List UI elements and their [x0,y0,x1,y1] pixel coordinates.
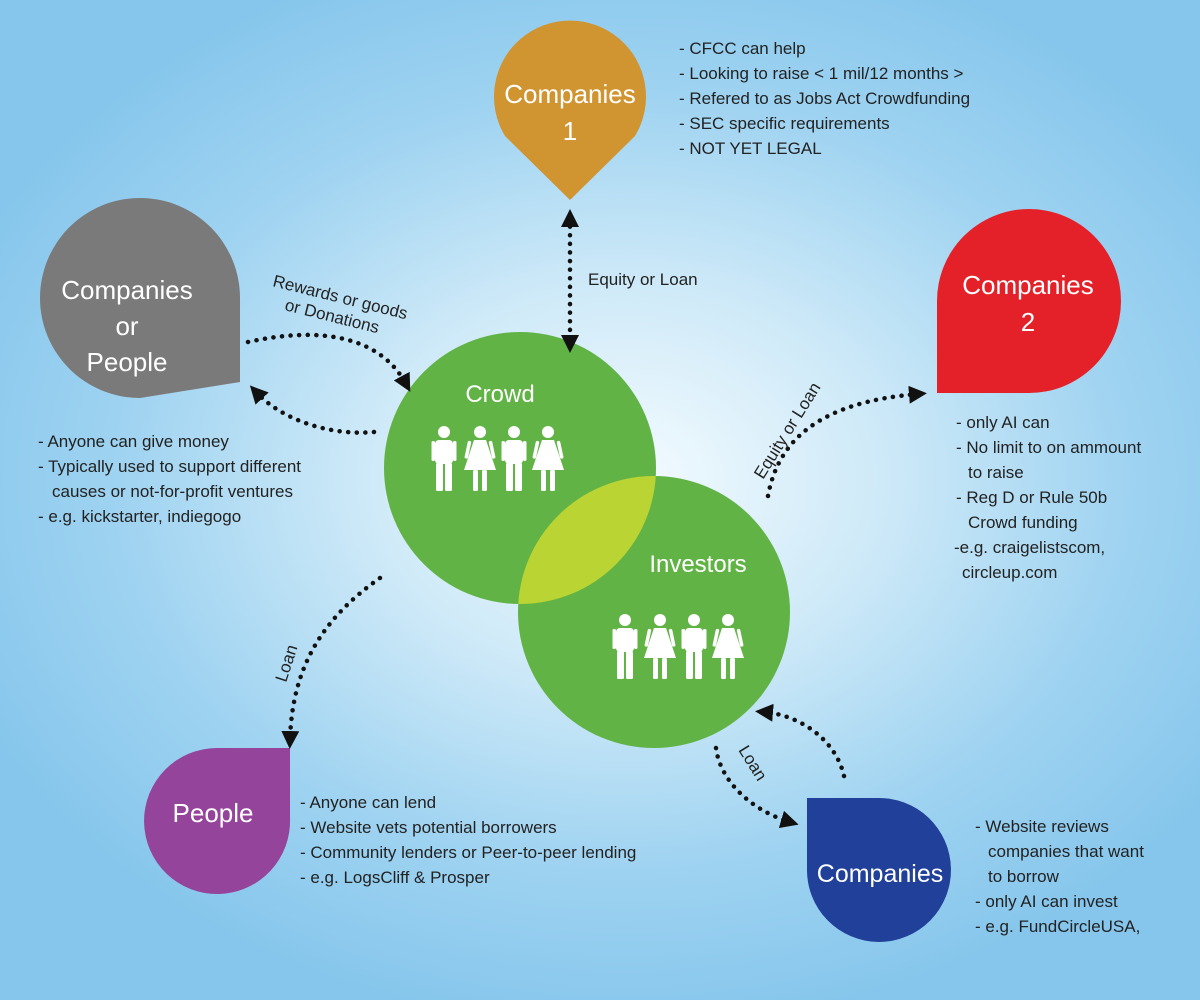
edge-investors-to-companies [713,745,799,829]
note-line: - CFCC can help [679,39,806,58]
people-label: People [173,798,254,828]
edge-crowd-to-companies-or-people [249,385,377,435]
companies-or-people-node: Companies or People [40,198,240,398]
companies-node: Companies [806,797,951,942]
crowd-label: Crowd [465,381,534,408]
note-line: - only AI can invest [975,892,1118,911]
edge-label-loan-left: Loan [272,642,302,684]
companies-label: Companies [817,860,943,888]
edge-label-equity-or-loan-right: Equity or Loan [750,379,824,482]
companies-or-people-label-3: People [87,347,168,377]
edge-companies-to-investors [755,703,847,779]
note-line: companies that want [988,842,1144,861]
note-line: Crowd funding [968,513,1078,532]
note-line: - e.g. kickstarter, indiegogo [38,507,241,526]
edge-rewards-to-crowd [245,332,411,392]
note-line: - Website vets potential borrowers [300,818,557,837]
people-notes: - Anyone can lend - Website vets potenti… [300,793,636,887]
note-line: - only AI can [956,413,1050,432]
note-line: - No limit to on ammount [956,438,1141,457]
note-line: - Typically used to support different [38,457,301,476]
note-line: - Reg D or Rule 50b [956,488,1107,507]
companies-or-people-notes: - Anyone can give money - Typically used… [38,432,301,526]
note-line: - Refered to as Jobs Act Crowdfunding [679,89,970,108]
note-line: - SEC specific requirements [679,114,890,133]
edge-crowd-to-people [281,575,383,749]
note-line: - Anyone can lend [300,793,436,812]
companies-1-node: Companies 1 [494,20,646,200]
companies-2-notes: - only AI can - No limit to on ammount t… [954,413,1141,582]
companies-1-teardrop [494,20,646,200]
companies-or-people-label-2: or [115,311,138,341]
note-line: - Looking to raise < 1 mil/12 months > [679,64,963,83]
note-line: - e.g. FundCircleUSA, [975,917,1140,936]
note-line: to borrow [988,867,1060,886]
companies-or-people-teardrop [40,198,240,398]
investors-label: Investors [649,551,746,578]
note-line: - NOT YET LEGAL [679,139,822,158]
note-line: causes or not-for-profit ventures [52,482,293,501]
companies-2-number: 2 [1021,307,1035,337]
companies-2-teardrop [936,209,1121,394]
note-line: - Website reviews [975,817,1109,836]
companies-teardrop [806,797,951,942]
overlap-region [518,476,656,604]
companies-1-label: Companies [504,79,636,109]
people-teardrop [144,748,291,894]
companies-1-notes: - CFCC can help - Looking to raise < 1 m… [679,39,970,158]
companies-notes: - Website reviews companies that want to… [975,817,1144,936]
edge-label-equity-or-loan-top: Equity or Loan [588,270,698,289]
companies-1-number: 1 [563,116,577,146]
companies-2-label: Companies [962,270,1094,300]
note-line: - Anyone can give money [38,432,229,451]
edge-label-loan-bottom: Loan [735,742,771,784]
companies-2-node: Companies 2 [936,209,1121,394]
companies-or-people-label-1: Companies [61,275,193,305]
note-line: - e.g. LogsCliff & Prosper [300,868,490,887]
people-node: People [144,748,291,894]
edge-investors-companies2 [765,385,927,499]
note-line: -e.g. craigelistscom, [954,538,1105,557]
note-line: circleup.com [962,563,1057,582]
note-line: to raise [968,463,1024,482]
note-line: - Community lenders or Peer-to-peer lend… [300,843,636,862]
